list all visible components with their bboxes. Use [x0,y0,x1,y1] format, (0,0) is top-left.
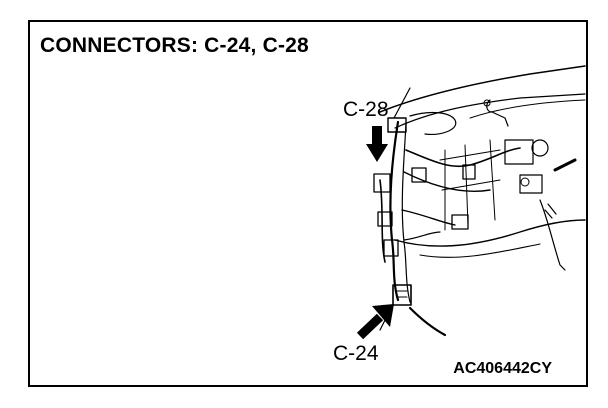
callout-c24-label: C-24 [333,342,379,365]
instrument-panel-drawing [373,65,586,337]
diagram-title: CONNECTORS: C-24, C-28 [40,34,309,57]
figure-code: AC406442CY [453,360,552,377]
arrow-up-right-icon [356,304,394,340]
callout-c28-label: C-28 [343,98,389,121]
arrow-down-icon [366,126,388,162]
diagram-border [28,20,588,387]
